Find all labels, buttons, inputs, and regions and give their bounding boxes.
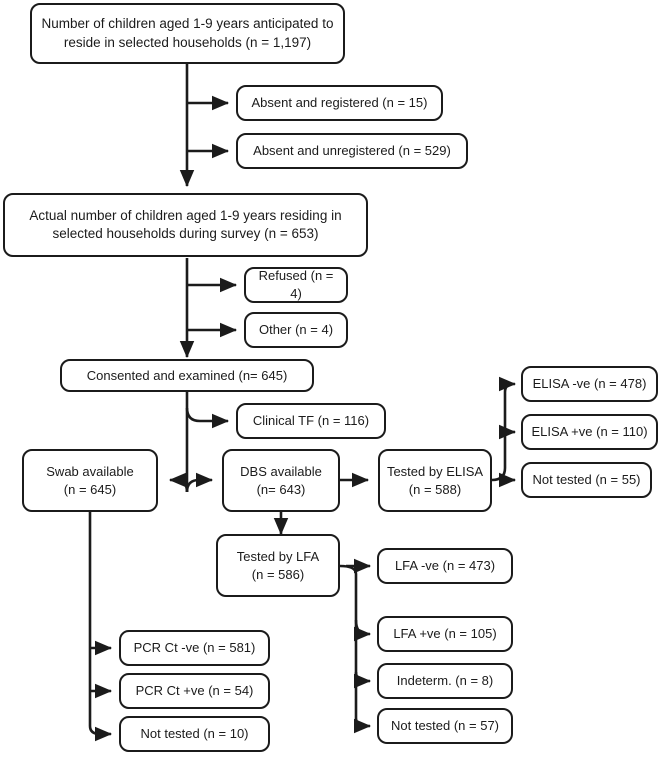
node-elisa-not-tested-label: Not tested (n = 55) [532, 472, 641, 488]
node-tested-by-elisa-label: Tested by ELISA (n = 588) [386, 463, 484, 497]
node-lfa-not-tested: Not tested (n = 57) [377, 708, 513, 744]
node-elisa-negative: ELISA -ve (n = 478) [521, 366, 658, 402]
node-lfa-positive: LFA +ve (n = 105) [377, 616, 513, 652]
node-tested-by-lfa-label: Tested by LFA (n = 586) [236, 548, 320, 582]
node-elisa-negative-label: ELISA -ve (n = 478) [532, 376, 647, 392]
node-clinical-tf: Clinical TF (n = 116) [236, 403, 386, 439]
node-absent-and-unregistered: Absent and unregistered (n = 529) [236, 133, 468, 169]
node-consented-and-examined-label: Consented and examined (n= 645) [86, 367, 288, 383]
node-lfa-indeterminate-label: Indeterm. (n = 8) [396, 673, 494, 689]
node-elisa-positive-label: ELISA +ve (n = 110) [531, 424, 648, 440]
edge-consented-to-dbs [185, 472, 214, 493]
node-actual-residing-children: Actual number of children aged 1-9 years… [3, 193, 368, 257]
edge-lfa-to-lfa-indeterminate [353, 671, 372, 689]
node-absent-and-registered: Absent and registered (n = 15) [236, 85, 443, 121]
node-lfa-not-tested-label: Not tested (n = 57) [390, 718, 500, 734]
edge-swab-to-pcr-not-tested [88, 512, 113, 742]
edge-lfa-to-lfa-not-tested [339, 564, 372, 734]
node-pcr-ct-positive-label: PCR Ct +ve (n = 54) [135, 683, 254, 699]
node-dbs-available-label: DBS available (n= 643) [240, 463, 322, 497]
node-anticipated-children: Number of children aged 1-9 years antici… [30, 3, 345, 64]
node-swab-available: Swab available (n = 645) [22, 449, 158, 512]
edge-consented-to-swab [168, 472, 189, 493]
node-tested-by-lfa: Tested by LFA (n = 586) [216, 534, 340, 597]
node-pcr-not-tested: Not tested (n = 10) [119, 716, 270, 752]
node-pcr-not-tested-label: Not tested (n = 10) [140, 726, 249, 742]
node-absent-and-registered-label: Absent and registered (n = 15) [251, 95, 428, 111]
node-lfa-positive-label: LFA +ve (n = 105) [393, 626, 497, 642]
node-lfa-negative: LFA -ve (n = 473) [377, 548, 513, 584]
node-lfa-negative-label: LFA -ve (n = 473) [394, 558, 496, 574]
node-tested-by-elisa: Tested by ELISA (n = 588) [378, 449, 492, 512]
node-clinical-tf-label: Clinical TF (n = 116) [252, 413, 370, 429]
node-elisa-positive: ELISA +ve (n = 110) [521, 414, 658, 450]
node-other-label: Other (n = 4) [258, 322, 334, 338]
node-elisa-not-tested: Not tested (n = 55) [521, 462, 652, 498]
node-other: Other (n = 4) [244, 312, 348, 348]
node-consented-and-examined: Consented and examined (n= 645) [60, 359, 314, 392]
edge-consented-to-clinical-tf [185, 407, 230, 429]
node-pcr-ct-negative-label: PCR Ct -ve (n = 581) [133, 640, 256, 656]
node-pcr-ct-negative: PCR Ct -ve (n = 581) [119, 630, 270, 666]
node-refused-label: Refused (n = 4) [258, 268, 334, 301]
node-actual-residing-children-label: Actual number of children aged 1-9 years… [29, 207, 342, 241]
node-dbs-available: DBS available (n= 643) [222, 449, 340, 512]
edge-lfa-to-lfa-pos [353, 619, 372, 642]
node-pcr-ct-positive: PCR Ct +ve (n = 54) [119, 673, 270, 709]
node-refused: Refused (n = 4) [244, 267, 348, 303]
node-lfa-indeterminate: Indeterm. (n = 8) [377, 663, 513, 699]
node-absent-and-unregistered-label: Absent and unregistered (n = 529) [253, 143, 451, 159]
node-anticipated-children-label: Number of children aged 1-9 years antici… [41, 16, 334, 50]
node-swab-available-label: Swab available (n = 645) [46, 463, 134, 497]
